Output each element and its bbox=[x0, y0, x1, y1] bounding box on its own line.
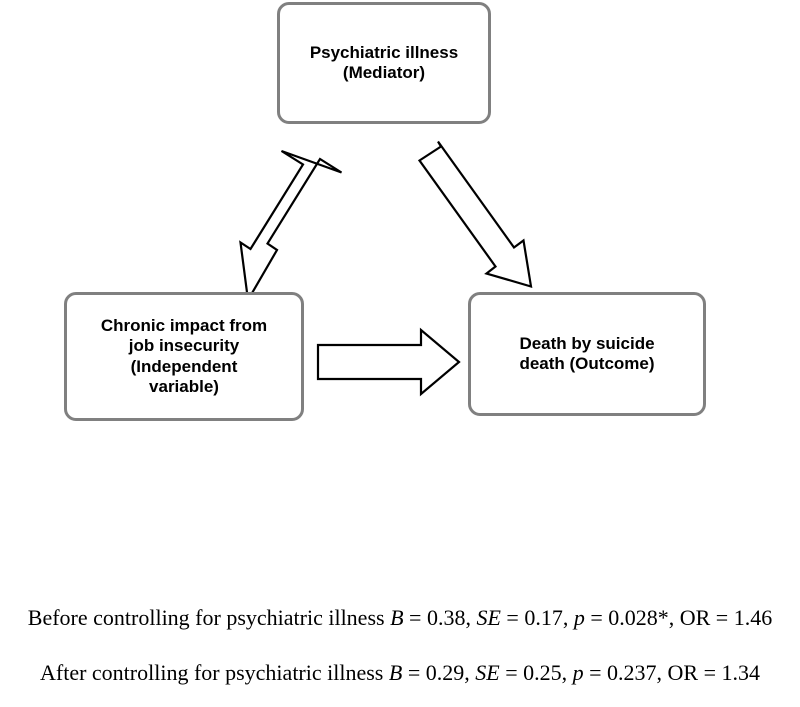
stat-before-b-symbol: B bbox=[390, 605, 404, 630]
arrow-independent-to-outcome-icon bbox=[316, 327, 461, 397]
stat-before-p-value: = 0.028*, OR = 1.46 bbox=[584, 605, 773, 630]
statistics-line-after: After controlling for psychiatric illnes… bbox=[0, 660, 800, 686]
node-box-mediator[interactable]: Psychiatric illness (Mediator) bbox=[277, 2, 491, 124]
stat-after-b-value: = 0.29, bbox=[402, 660, 476, 685]
node-label-outcome: Death by suicide death (Outcome) bbox=[519, 333, 655, 373]
stat-before-p-symbol: p bbox=[573, 605, 585, 630]
stat-after-b-symbol: B bbox=[388, 660, 403, 685]
statistics-line-before: Before controlling for psychiatric illne… bbox=[0, 605, 800, 631]
stat-after-se-symbol: SE bbox=[475, 660, 500, 685]
stat-after-prefix: After controlling for psychiatric illnes… bbox=[40, 660, 389, 685]
stat-after-p-symbol: p bbox=[572, 660, 584, 685]
stat-before-prefix: Before controlling for psychiatric illne… bbox=[27, 605, 391, 630]
stat-before-se-symbol: SE bbox=[476, 605, 501, 630]
stat-after-se-value: = 0.25, bbox=[499, 660, 573, 685]
node-label-independent-variable: Chronic impact from job insecurity (Inde… bbox=[100, 316, 268, 396]
stat-before-b-value: = 0.38, bbox=[403, 605, 477, 630]
node-label-mediator: Psychiatric illness (Mediator) bbox=[309, 42, 459, 82]
node-box-independent-variable[interactable]: Chronic impact from job insecurity (Inde… bbox=[64, 292, 304, 421]
node-box-outcome[interactable]: Death by suicide death (Outcome) bbox=[468, 292, 706, 416]
arrow-mediator-to-outcome-icon bbox=[417, 140, 533, 289]
stat-before-se-value: = 0.17, bbox=[500, 605, 574, 630]
stat-after-p-value: = 0.237, OR = 1.34 bbox=[583, 660, 760, 685]
arrow-independent-to-mediator-icon bbox=[239, 149, 343, 304]
